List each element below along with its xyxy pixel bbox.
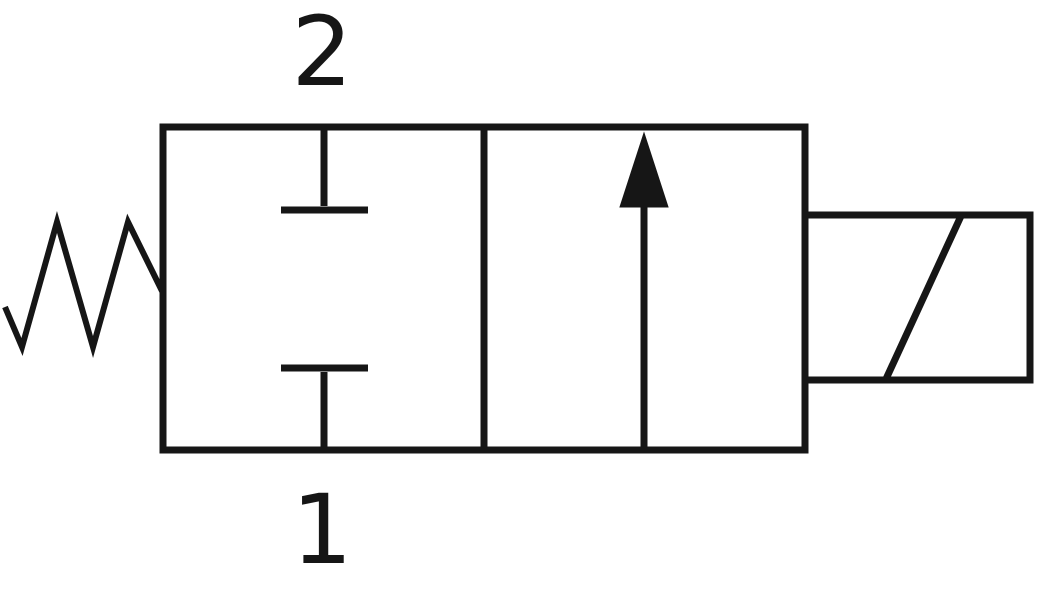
- solenoid-box: [801, 211, 1034, 384]
- spring-icon: [2, 211, 166, 358]
- port-1-label: 1: [291, 474, 352, 586]
- port-2-label: 2: [291, 0, 352, 108]
- flow-arrow-icon: [619, 131, 669, 450]
- schematic-root: [2, 123, 1034, 454]
- flow-arrowhead: [619, 131, 669, 208]
- blocked-port-bottom: [281, 364, 368, 450]
- blocked-port-top: [281, 127, 368, 214]
- solenoid-icon: [801, 211, 1034, 384]
- solenoid-diagonal: [882, 214, 965, 381]
